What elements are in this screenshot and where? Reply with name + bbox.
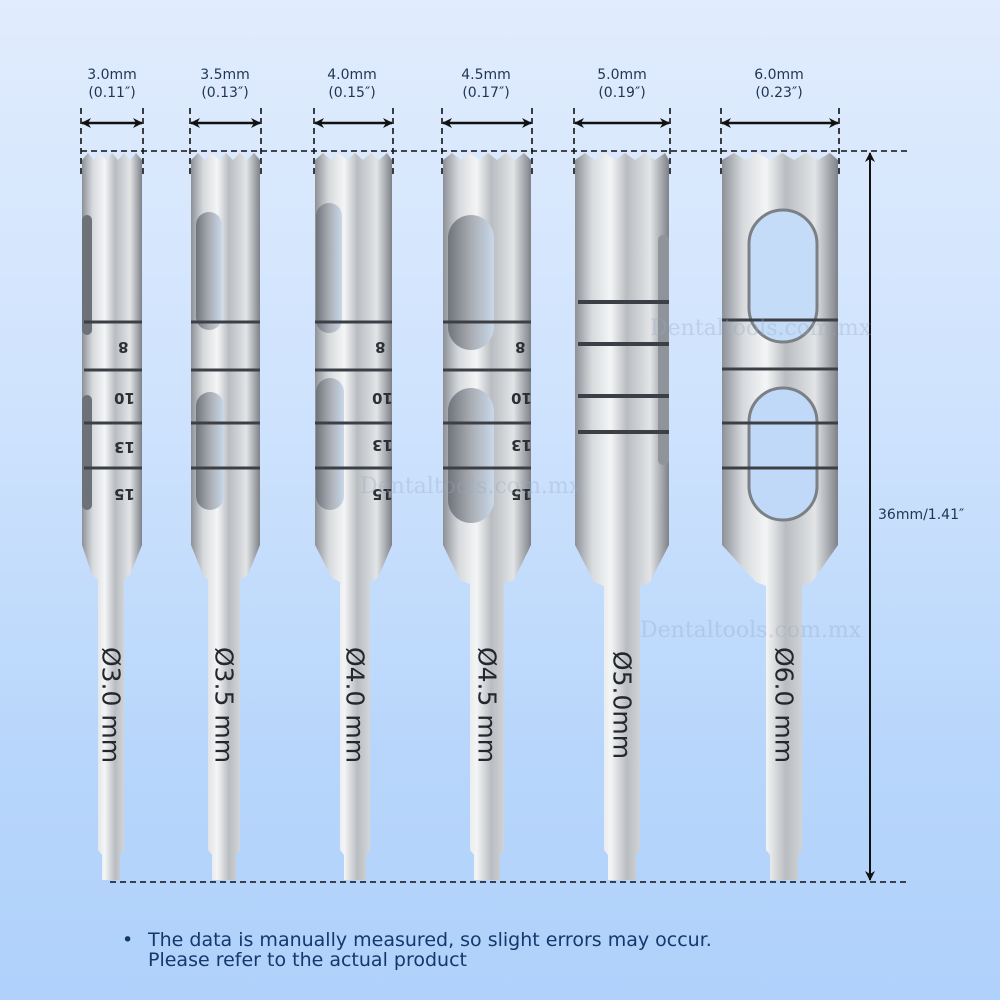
dim-mm: 3.5mm: [200, 67, 250, 83]
shank-label-5-0: Ø5.0mm: [607, 650, 637, 760]
dim-mm: 6.0mm: [754, 67, 804, 83]
dim-inch: (0.17″): [462, 85, 510, 101]
dim-inch: (0.23″): [755, 85, 803, 101]
depth-mark: 13: [511, 436, 532, 454]
dim-inch: (0.15″): [328, 85, 376, 101]
depth-mark: 13: [372, 436, 393, 454]
depth-mark: 8: [118, 338, 129, 356]
depth-mark: 15: [114, 485, 135, 503]
trephine-drill-3-0: [82, 153, 142, 880]
shank-label-6-0: Ø6.0 mm: [769, 646, 799, 764]
note-line-1: The data is manually measured, so slight…: [148, 929, 712, 951]
height-label: 36mm/1.41″: [878, 507, 965, 523]
bullet-icon: •: [122, 929, 134, 951]
watermark: Dentaltools.com.mx: [360, 474, 582, 499]
note-line-2: Please refer to the actual product: [148, 949, 467, 971]
dim-inch: (0.19″): [598, 85, 646, 101]
trephine-drill-4-5: [443, 153, 531, 880]
watermark: Dentaltools.com.mx: [640, 618, 862, 643]
depth-mark: 13: [114, 438, 135, 456]
depth-mark: 10: [372, 389, 393, 407]
shank-label-4-0: Ø4.0 mm: [340, 646, 370, 764]
dim-mm: 3.0mm: [87, 67, 137, 83]
shank-label-3-5: Ø3.5 mm: [209, 646, 239, 764]
trephine-drill-3-5: [191, 153, 260, 880]
dim-mm: 4.5mm: [461, 67, 511, 83]
trephine-drill-5-0: [575, 153, 669, 880]
dim-mm: 5.0mm: [597, 67, 647, 83]
watermark: Dentaltools.com.mx: [650, 316, 872, 341]
depth-mark: 8: [375, 338, 386, 356]
shank-label-4-5: Ø4.5 mm: [472, 646, 502, 764]
dim-inch: (0.13″): [201, 85, 249, 101]
depth-mark: 10: [114, 389, 135, 407]
depth-mark: 10: [511, 389, 532, 407]
trephine-drill-6-0: [722, 153, 838, 880]
dim-mm: 4.0mm: [327, 67, 377, 83]
shank-label-3-0: Ø3.0 mm: [96, 646, 126, 764]
trephine-drill-4-0: [315, 153, 392, 880]
dim-inch: (0.11″): [88, 85, 136, 101]
depth-mark: 8: [515, 338, 526, 356]
